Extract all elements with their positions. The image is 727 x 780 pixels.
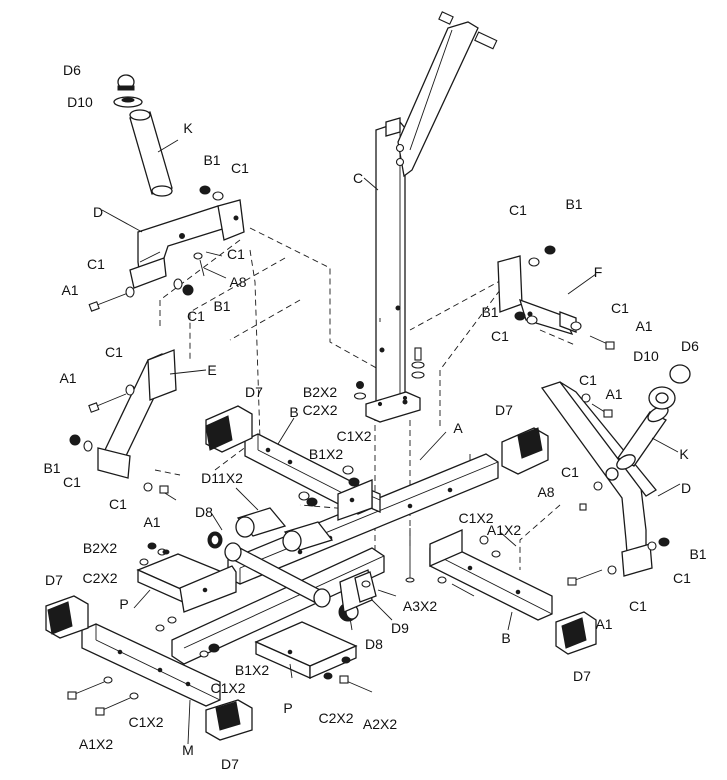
label-b1-d: B1 — [481, 304, 499, 320]
label-c2x2-mid: C2X2 — [302, 402, 338, 418]
label-a1-f: A1 — [595, 616, 613, 632]
label-a1-c: A1 — [59, 370, 77, 386]
label-d6-top: D6 — [63, 62, 81, 78]
label-p-left: P — [119, 596, 129, 612]
label-c1-k: C1 — [63, 474, 81, 490]
foot-d7-e — [205, 699, 253, 741]
label-a1x2-a: A1X2 — [486, 522, 522, 538]
label-d7-e: D7 — [221, 756, 239, 772]
label-a-main: A — [453, 420, 463, 436]
label-a8-left: A8 — [229, 274, 247, 290]
bracket-d-left — [113, 74, 245, 289]
tube-m — [81, 623, 221, 707]
label-c1-l: C1 — [109, 496, 127, 512]
label-b1-f: B1 — [689, 546, 707, 562]
upright-post-c — [353, 11, 498, 423]
label-c1-o: C1 — [629, 598, 647, 614]
foot-d7-b — [501, 427, 549, 475]
label-c1-c: C1 — [87, 256, 105, 272]
label-a3x2: A3X2 — [402, 598, 438, 614]
foot-d7-d — [555, 611, 597, 655]
label-leaders — [101, 139, 681, 745]
foot-d7-a — [205, 405, 253, 453]
label-b-left: B — [289, 404, 299, 420]
label-d8-b: D8 — [365, 636, 383, 652]
bracket-d-right — [540, 364, 691, 577]
label-c1-n: C1 — [673, 570, 691, 586]
hardware-fasteners — [67, 185, 670, 716]
label-c1-b: C1 — [227, 246, 245, 262]
label-d10-right: D10 — [633, 348, 659, 364]
label-a8-right: A8 — [537, 484, 555, 500]
label-c1x2-a: C1X2 — [336, 428, 372, 444]
label-d11x2: D11X2 — [201, 470, 243, 486]
label-d6-right: D6 — [681, 338, 699, 354]
label-k-top: K — [183, 120, 193, 136]
label-f-right: F — [593, 264, 603, 280]
label-d10-top: D10 — [67, 94, 93, 110]
label-c1-i: C1 — [105, 344, 123, 360]
cross-tube-b-right — [429, 529, 553, 621]
bracket-e — [97, 349, 177, 479]
label-d8-a: D8 — [195, 504, 213, 520]
label-b1x2-a: B1X2 — [308, 446, 344, 462]
label-c1-e: C1 — [509, 202, 527, 218]
label-b1-c: B1 — [565, 196, 583, 212]
label-a1-a: A1 — [61, 282, 79, 298]
cross-tube-b-left — [244, 433, 373, 521]
label-c1x2-b: C1X2 — [458, 510, 494, 526]
label-d7-d: D7 — [573, 668, 591, 684]
label-c1-f: C1 — [491, 328, 509, 344]
label-a1-d: A1 — [605, 386, 623, 402]
label-a1-e: A1 — [143, 514, 161, 530]
label-c2x2-bot: C2X2 — [318, 710, 354, 726]
label-a1-b: A1 — [635, 318, 653, 334]
label-a1x2-b: A1X2 — [78, 736, 114, 752]
label-c1-a: C1 — [231, 160, 249, 176]
label-d7-b: D7 — [495, 402, 513, 418]
label-d7-c: D7 — [45, 572, 63, 588]
label-c1-g: C1 — [611, 300, 629, 316]
plate-p-right — [254, 621, 358, 680]
label-k-right: K — [679, 446, 689, 462]
label-b-right: B — [501, 630, 511, 646]
label-b1x2-b: B1X2 — [234, 662, 270, 678]
label-c-main: C — [352, 170, 364, 186]
label-d-left: D — [92, 204, 104, 220]
assembly-guide-lines — [154, 227, 641, 570]
bracket-f — [497, 255, 577, 336]
label-c1x2-c: C1X2 — [210, 680, 246, 696]
label-c1-d: C1 — [187, 308, 205, 324]
label-c2x2-low: C2X2 — [82, 570, 118, 586]
label-b1-a: B1 — [203, 152, 221, 168]
label-b2x2-low: B2X2 — [82, 540, 118, 556]
label-a2x2: A2X2 — [362, 716, 398, 732]
label-m-main: M — [182, 742, 194, 758]
foot-d7-c — [45, 595, 89, 639]
label-e-left: E — [207, 362, 217, 378]
label-p-right: P — [283, 700, 293, 716]
label-d7-a: D7 — [245, 384, 263, 400]
roller-d11 — [207, 507, 359, 622]
label-b1-b: B1 — [213, 298, 231, 314]
label-b2x2-mid: B2X2 — [302, 384, 338, 400]
label-b1-e: B1 — [43, 460, 61, 476]
plate-p-left — [136, 553, 237, 613]
label-c1-j: C1 — [579, 372, 597, 388]
label-d9: D9 — [391, 620, 409, 636]
label-d-right: D — [680, 480, 692, 496]
label-c1-m: C1 — [561, 464, 579, 480]
label-c1x2-d: C1X2 — [128, 714, 164, 730]
